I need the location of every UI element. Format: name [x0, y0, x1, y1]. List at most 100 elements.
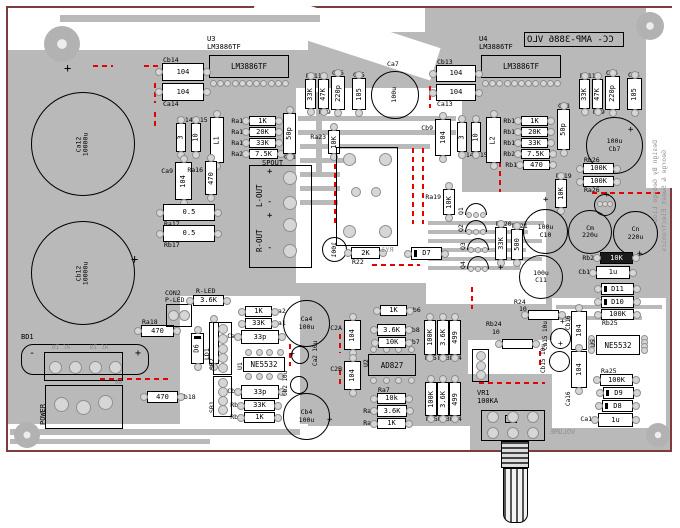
- res-r-led: 3.6K: [193, 295, 224, 306]
- label-volume-mirrored: VOLUME: [550, 428, 576, 436]
- solder-pad: [343, 153, 356, 166]
- part-value: 104: [449, 88, 463, 96]
- copper-trace: [298, 130, 456, 135]
- pot-vr1-shaft: [503, 468, 528, 523]
- solder-pad: [156, 229, 164, 238]
- solder-pad: [445, 214, 453, 222]
- solder-pad: [472, 115, 480, 123]
- ref-label: Rb6: [409, 306, 421, 315]
- text-+: +: [131, 252, 139, 266]
- ic-pin: [224, 80, 232, 87]
- part-value: 33K: [252, 319, 265, 327]
- ic-label: LM3886TF: [230, 62, 268, 71]
- mounting-hole-br: [646, 423, 670, 447]
- conn-pin: [475, 370, 486, 380]
- part-value: 10: [471, 132, 480, 142]
- ic-u3-lm3886tf: LM3886TF: [209, 55, 289, 78]
- solder-pad: [234, 388, 242, 396]
- part-value: 470: [156, 392, 169, 401]
- ref-label: Ra7: [378, 385, 390, 394]
- ref-label: Ra25: [601, 366, 617, 375]
- jumper-wire-red: [422, 148, 424, 224]
- ic-pin: [266, 349, 274, 356]
- ref-q2: Q2: [457, 224, 465, 232]
- part-value: 0.5: [182, 208, 196, 216]
- solder-pad: [355, 71, 363, 79]
- solder-pad: [355, 109, 363, 117]
- part-value: 33p: [253, 332, 267, 341]
- solder-pad: [595, 402, 603, 410]
- conn-pin: [217, 333, 228, 344]
- solder-pad: [630, 109, 639, 117]
- solder-pad: [177, 116, 185, 124]
- solder-pad: [473, 229, 479, 235]
- part-value: 104: [176, 67, 190, 76]
- ref-ca7: Ca7: [387, 60, 399, 68]
- ref-label: Rb8: [408, 325, 420, 334]
- board-title-mirrored: CC- AMP-3886 VLO: [527, 35, 614, 45]
- solder-pad: [629, 268, 637, 277]
- ref-label: Ca13: [437, 100, 453, 108]
- copper-trace: [300, 200, 338, 205]
- solder-pad: [98, 395, 113, 410]
- solder-pad: [439, 354, 447, 362]
- conn-pin: [217, 363, 228, 373]
- solder-pad: [427, 375, 435, 383]
- ref-label: Rb26: [584, 155, 600, 164]
- relay-ry1: [336, 147, 398, 246]
- res-rb6: 1K Rb6: [380, 305, 421, 316]
- part-value: 47K: [593, 87, 601, 101]
- text--: -: [267, 243, 273, 253]
- ref-label: Rb18: [180, 392, 196, 401]
- solder-pad: [109, 361, 122, 374]
- solder-pad: [575, 387, 583, 395]
- res-rb14: 3Rb14: [457, 122, 474, 158]
- part-value: 33K: [306, 87, 314, 101]
- ref-q1: Q1: [457, 207, 465, 215]
- ref-label: Ra13: [231, 128, 247, 137]
- part-value: 1K: [389, 306, 398, 314]
- ref-label: Rb1: [230, 402, 242, 409]
- part-value: 20K: [528, 127, 541, 136]
- cap-ca5: 105Ca5: [352, 71, 366, 110]
- solder-pad: [557, 172, 565, 180]
- label-r-out: R-OUT: [255, 229, 264, 252]
- cap-text: 1001: [329, 241, 338, 258]
- solder-pad: [458, 151, 466, 159]
- solder-pad: [274, 413, 282, 422]
- solder-pad: [278, 388, 286, 396]
- text-AC IN: AC IN: [52, 344, 71, 351]
- part-value: 1K: [255, 413, 264, 421]
- text-68: 68: [115, 379, 123, 386]
- solder-pad: [223, 296, 231, 305]
- solder-pad: [576, 164, 584, 173]
- jumper-wire-red: [471, 287, 473, 309]
- part-value: 7.5K: [255, 149, 272, 158]
- part-value: 33p: [253, 387, 267, 396]
- solder-pad: [405, 394, 413, 403]
- solder-pad: [608, 109, 617, 117]
- part-value: 470: [206, 171, 215, 185]
- ref-cb16: Cb16: [565, 315, 572, 330]
- solder-pad: [283, 171, 297, 185]
- solder-pad: [406, 306, 414, 315]
- part-value: 50p: [559, 123, 567, 136]
- copper-trace: [60, 15, 320, 22]
- ic-label: AD827: [380, 360, 404, 370]
- conn-pin: [217, 405, 228, 415]
- ic-pin: [274, 80, 282, 87]
- solder-pad: [439, 375, 447, 383]
- part-value: D6: [193, 344, 201, 353]
- ic-pin: [217, 80, 225, 87]
- ic-pin: [370, 346, 377, 353]
- ref-label: Rb2: [230, 414, 242, 421]
- solder-pad: [373, 306, 381, 315]
